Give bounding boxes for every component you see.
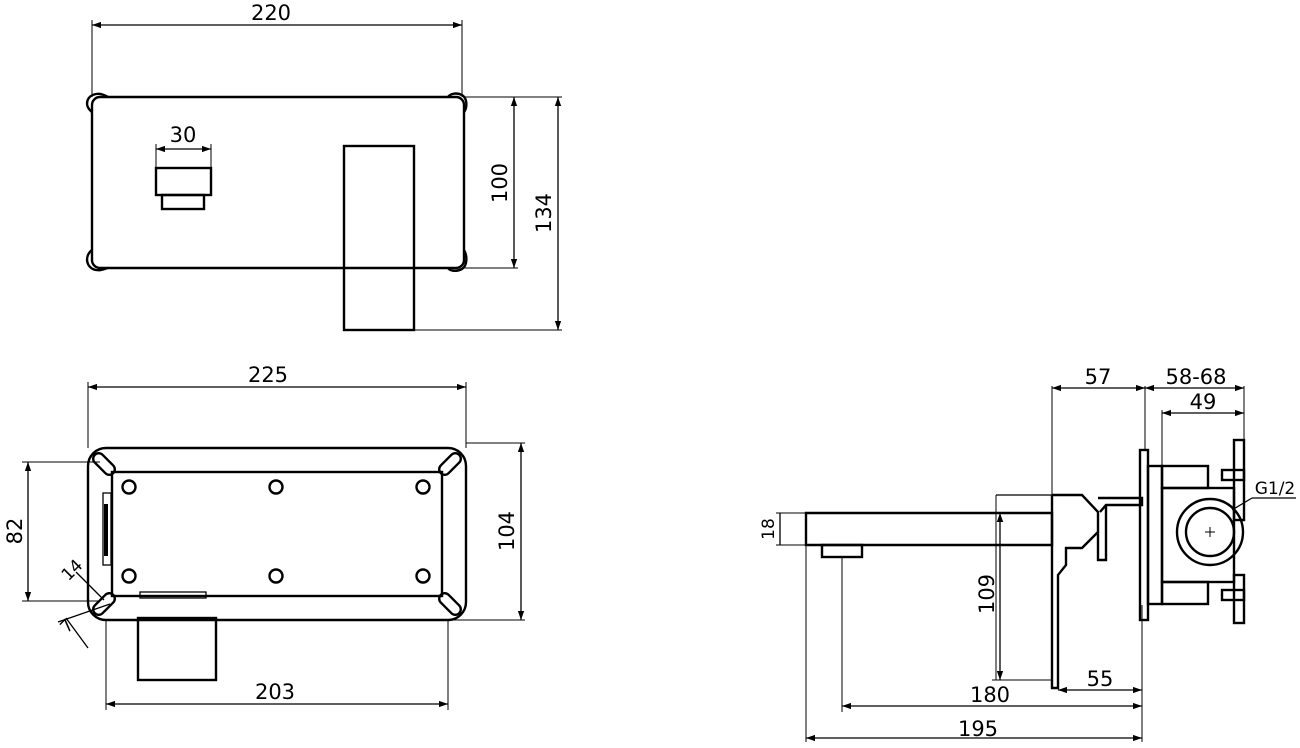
valve-box-top (1160, 464, 1210, 490)
corner-ear-bl (85, 249, 109, 272)
handle-link-lower (1096, 505, 1108, 562)
corner-slot-tl (91, 451, 117, 477)
plate-height-label: 100 (488, 163, 512, 203)
faceplate-outline (90, 95, 466, 270)
corner-slot-br (437, 591, 463, 617)
bracket-outline (86, 446, 468, 622)
plate-offset-label: 55 (1087, 667, 1114, 691)
handle-link (1098, 496, 1144, 513)
thread-leader (1231, 497, 1253, 511)
hole-spacing-label: 82 (3, 518, 27, 545)
spout-thickness-label: 18 (759, 518, 779, 540)
thread-label: G1/2 (1255, 479, 1296, 499)
handle-width-label: 30 (170, 123, 197, 147)
corner-slot-tr (437, 451, 463, 477)
slot-size-label: 14 (58, 556, 87, 585)
corner-ear-tl (85, 92, 109, 113)
corner-ear-br (447, 249, 468, 272)
spout-arm (804, 511, 1054, 547)
handle-cap (154, 166, 213, 197)
height-label-104: 104 (495, 511, 519, 551)
width-label: 220 (251, 1, 291, 25)
spout-reach-label: 180 (970, 683, 1010, 707)
mount-hole (268, 479, 284, 495)
mount-hole (415, 479, 431, 495)
flange-spacer (1146, 464, 1164, 606)
corner-slot-bl (91, 591, 117, 617)
top-view: 30 220 100 134 (85, 1, 562, 332)
thread-inner-circle (1184, 506, 1236, 558)
faceplate-profile (1050, 493, 1100, 690)
side-view: G1/2 57 58-68 49 18 109 55 180 1 (759, 365, 1296, 742)
side-slot (102, 492, 112, 566)
valve-box-bottom (1160, 580, 1210, 606)
mount-view: 225 82 14 7 104 203 (3, 363, 525, 710)
thread-outer-circle (1175, 497, 1245, 567)
width-label-225: 225 (248, 363, 288, 387)
slot-width-dimension (65, 617, 89, 649)
bottom-width-label: 203 (255, 680, 295, 704)
wall-depth-label: 58-68 (1165, 365, 1226, 389)
bracket-inner-frame (110, 470, 444, 598)
spout-outline (342, 144, 416, 332)
port-top-flange (1232, 438, 1246, 522)
aerator (820, 543, 864, 559)
bottom-bar (139, 591, 207, 599)
outlet-height-label: 109 (975, 574, 999, 614)
body-depth-label: 49 (1190, 390, 1217, 414)
mount-hole (121, 568, 137, 584)
total-height-label: 134 (532, 193, 556, 233)
slot-size-dimension (75, 571, 105, 601)
slot-width-label: 7 (57, 616, 79, 638)
total-reach-label: 195 (958, 717, 998, 741)
handle-stem (160, 193, 206, 211)
mount-hole (121, 479, 137, 495)
depth-label: 57 (1085, 365, 1112, 389)
port-bottom-flange (1232, 573, 1246, 625)
mount-hole (268, 568, 284, 584)
mount-hole (415, 568, 431, 584)
spout-body (136, 616, 218, 682)
